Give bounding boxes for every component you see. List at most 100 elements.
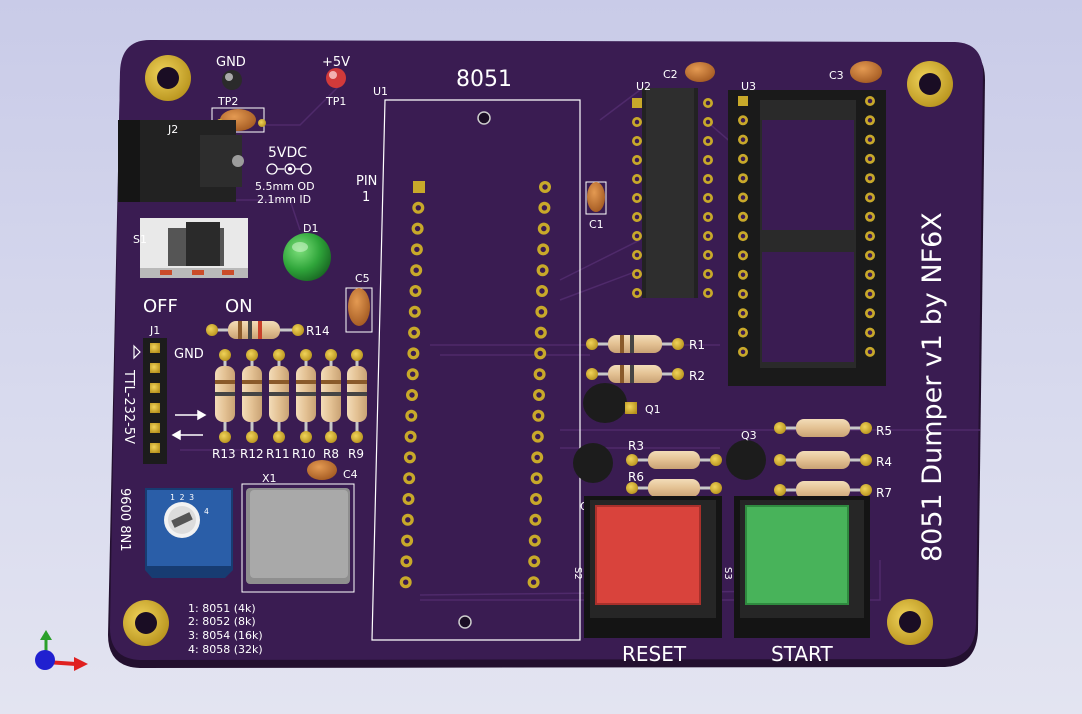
chip-u2: U2	[632, 80, 713, 298]
u3-pin-pads	[738, 96, 875, 357]
pin-hole	[740, 253, 746, 258]
pin-hole	[634, 176, 640, 182]
svg-text:1: 1	[362, 190, 370, 205]
copper-traces	[180, 84, 980, 601]
pin-hole	[408, 413, 414, 419]
pin-hole	[415, 205, 421, 211]
pin-hole	[414, 246, 420, 253]
transistor-q1: Q1	[583, 383, 661, 423]
pin-pad	[738, 96, 748, 106]
svg-text:GND: GND	[216, 55, 246, 70]
svg-text:4: 8058 (32k): 4: 8058 (32k)	[188, 643, 263, 656]
pin-hole	[533, 475, 540, 481]
svg-text:U3: U3	[741, 80, 756, 93]
svg-text:C5: C5	[355, 272, 370, 285]
pin-hole	[411, 329, 417, 336]
pin-hole	[740, 214, 746, 220]
svg-text:+5V: +5V	[322, 55, 350, 70]
svg-text:OFF: OFF	[143, 296, 178, 317]
axis-gizmo-icon	[35, 630, 88, 671]
resistor-r6: R6	[626, 470, 722, 497]
svg-text:J2: J2	[167, 123, 178, 136]
pin-hole	[705, 290, 711, 296]
pin-hole	[405, 517, 411, 523]
pin-hole	[740, 118, 746, 123]
serial-header-j1: J1 GND TTL-232-5V 9600 8N1	[117, 324, 207, 551]
socket-u3: U3	[728, 80, 886, 386]
resistor-r14: R14	[206, 321, 330, 339]
svg-text:R2: R2	[689, 369, 705, 383]
resistor-r3: R3	[626, 439, 722, 469]
resistor-r10	[296, 349, 316, 443]
pin-hole	[740, 175, 746, 181]
svg-text:S2: S2	[572, 567, 583, 580]
svg-text:Q1: Q1	[645, 403, 661, 416]
capacitor-c5: C5	[345, 272, 373, 333]
pin-hole	[405, 496, 412, 502]
svg-text:C2: C2	[663, 68, 678, 81]
svg-text:R12: R12	[240, 447, 264, 461]
pin-hole	[535, 433, 541, 440]
pin-hole	[867, 137, 873, 142]
pin-hole	[867, 311, 873, 316]
pin-hole	[867, 291, 873, 297]
pin-hole	[705, 271, 711, 277]
svg-text:ON: ON	[225, 296, 253, 317]
svg-text:C3: C3	[829, 69, 844, 82]
pin-hole	[634, 214, 640, 220]
pin-hole	[531, 558, 537, 565]
svg-text:U1: U1	[373, 85, 388, 98]
pin-hole	[539, 267, 546, 273]
pin-hole	[532, 537, 538, 544]
svg-text:C1: C1	[589, 218, 604, 231]
svg-text:TP2: TP2	[217, 95, 238, 108]
pin-hole	[740, 272, 746, 277]
pin-hole	[539, 288, 545, 294]
led-d1: D1	[283, 222, 331, 281]
svg-text:S3: S3	[722, 567, 733, 580]
test-point-5v: +5V TP1	[322, 55, 350, 108]
pin-hole	[532, 517, 539, 523]
reset-button: S2 RESET	[572, 496, 722, 666]
svg-text:TTL-232-5V: TTL-232-5V	[121, 369, 136, 444]
pin-hole	[705, 176, 711, 182]
pin-hole	[634, 119, 640, 125]
pin-hole	[740, 349, 746, 355]
pin-hole	[538, 309, 545, 315]
pin-hole	[412, 309, 418, 315]
socket-u1: U1 8051 PIN 1	[356, 67, 581, 641]
svg-text:R5: R5	[876, 424, 892, 438]
pin-hole	[740, 195, 746, 200]
pin-hole	[413, 267, 419, 273]
svg-text:1: 8051 (4k): 1: 8051 (4k)	[188, 602, 256, 615]
resistor-r8	[321, 349, 341, 443]
svg-text:RESET: RESET	[622, 642, 687, 666]
dc-power-jack: J2	[118, 120, 244, 202]
pin-hole	[407, 454, 413, 461]
pin-hole	[540, 246, 546, 253]
capacitor-c4: C4	[307, 460, 358, 481]
power-label: 5VDC 5.5mm OD 2.1mm ID	[255, 145, 315, 206]
svg-text:PIN: PIN	[356, 174, 377, 189]
pin-hole	[705, 119, 711, 125]
pin-hole	[740, 156, 746, 162]
resistor-r1: R1	[586, 335, 705, 353]
pin-hole	[536, 392, 542, 398]
pin-hole	[705, 138, 711, 144]
svg-text:9600 8N1: 9600 8N1	[117, 488, 132, 551]
pin-hole	[740, 330, 746, 335]
svg-text:Q3: Q3	[741, 429, 757, 442]
pin-hole	[740, 311, 746, 316]
svg-text:D1: D1	[303, 222, 318, 235]
u1-pin-pads	[399, 181, 551, 589]
u2-pin-pads	[632, 98, 713, 298]
resistor-r12	[242, 349, 262, 443]
board-title: 8051 Dumper v1 by NF6X	[917, 212, 948, 562]
svg-text:R13: R13	[212, 447, 236, 461]
capacitor-c3: C3	[829, 61, 882, 83]
resistor-r5: R5	[774, 419, 892, 438]
pin-hole	[536, 371, 543, 377]
resistor-r11	[269, 349, 289, 443]
resistor-bank: R13 R12 R11 R10 R8 R9	[212, 349, 367, 461]
pin-hole	[535, 413, 542, 419]
